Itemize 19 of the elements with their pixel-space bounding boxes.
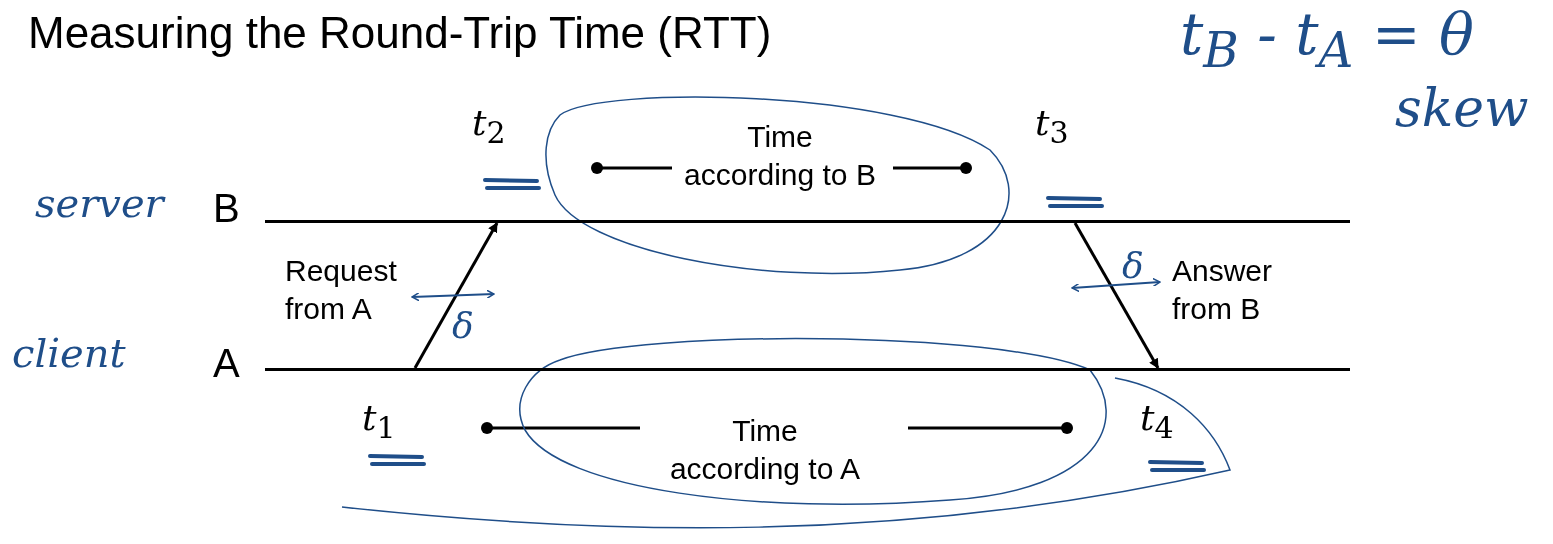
handwritten-note: client [12, 330, 126, 376]
time-symbol: t$_{1}$ [362, 397, 396, 446]
handwritten-note: skew [1395, 78, 1529, 138]
time-symbol: t$_{3}$ [1035, 102, 1069, 151]
arrow [413, 222, 499, 369]
time-symbol: t$_{4}$ [1140, 397, 1174, 446]
lifeline-letter: A [213, 343, 240, 383]
arrow [1073, 222, 1160, 369]
diagram-title: Measuring the Round-Trip Time (RTT) [28, 8, 772, 58]
edge-label: Request from A [285, 253, 398, 327]
time-symbol: t$_{2}$ [472, 102, 506, 151]
handwritten-symbol: δ [452, 305, 474, 346]
handwritten-formula: t$_{B}$ - t$_{A}$ = θ [1180, 0, 1474, 78]
handwritten-symbol: δ [1122, 245, 1144, 286]
interval-text: Time according to B [683, 119, 877, 193]
interval-text: Time according to A [668, 413, 862, 487]
lifeline-letter: B [213, 188, 240, 228]
handwritten-note: server [35, 180, 164, 226]
edge-label: Answer from B [1172, 253, 1274, 327]
